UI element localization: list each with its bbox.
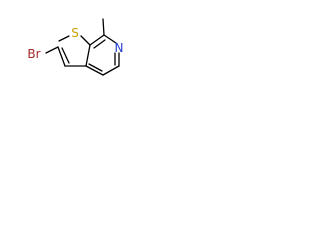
molecule-canvas: S Br N xyxy=(0,0,159,113)
bond-c2-s1 xyxy=(58,35,70,42)
bond-c4-c3a xyxy=(85,65,104,76)
bond-c7a-c7 xyxy=(89,34,105,46)
bond-c7-methyl xyxy=(102,18,105,36)
bond-c7-n6 xyxy=(103,34,117,44)
structure-svg: S Br N xyxy=(27,18,124,76)
atom-label-s: S xyxy=(71,26,79,40)
bond-c3-c2 xyxy=(57,46,66,67)
atom-label-br: Br xyxy=(27,47,40,61)
bond-s1-c7a xyxy=(80,35,91,46)
bond-c7a-c7-double xyxy=(93,39,106,49)
bond-c2-br xyxy=(45,46,59,54)
atom-label-n: N xyxy=(115,41,124,55)
bond-c4-c3a-double xyxy=(88,63,103,72)
bond-c3-c2-double xyxy=(61,47,70,64)
bond-c7a-c3a xyxy=(85,44,91,67)
bond-c5-c4 xyxy=(102,65,120,76)
